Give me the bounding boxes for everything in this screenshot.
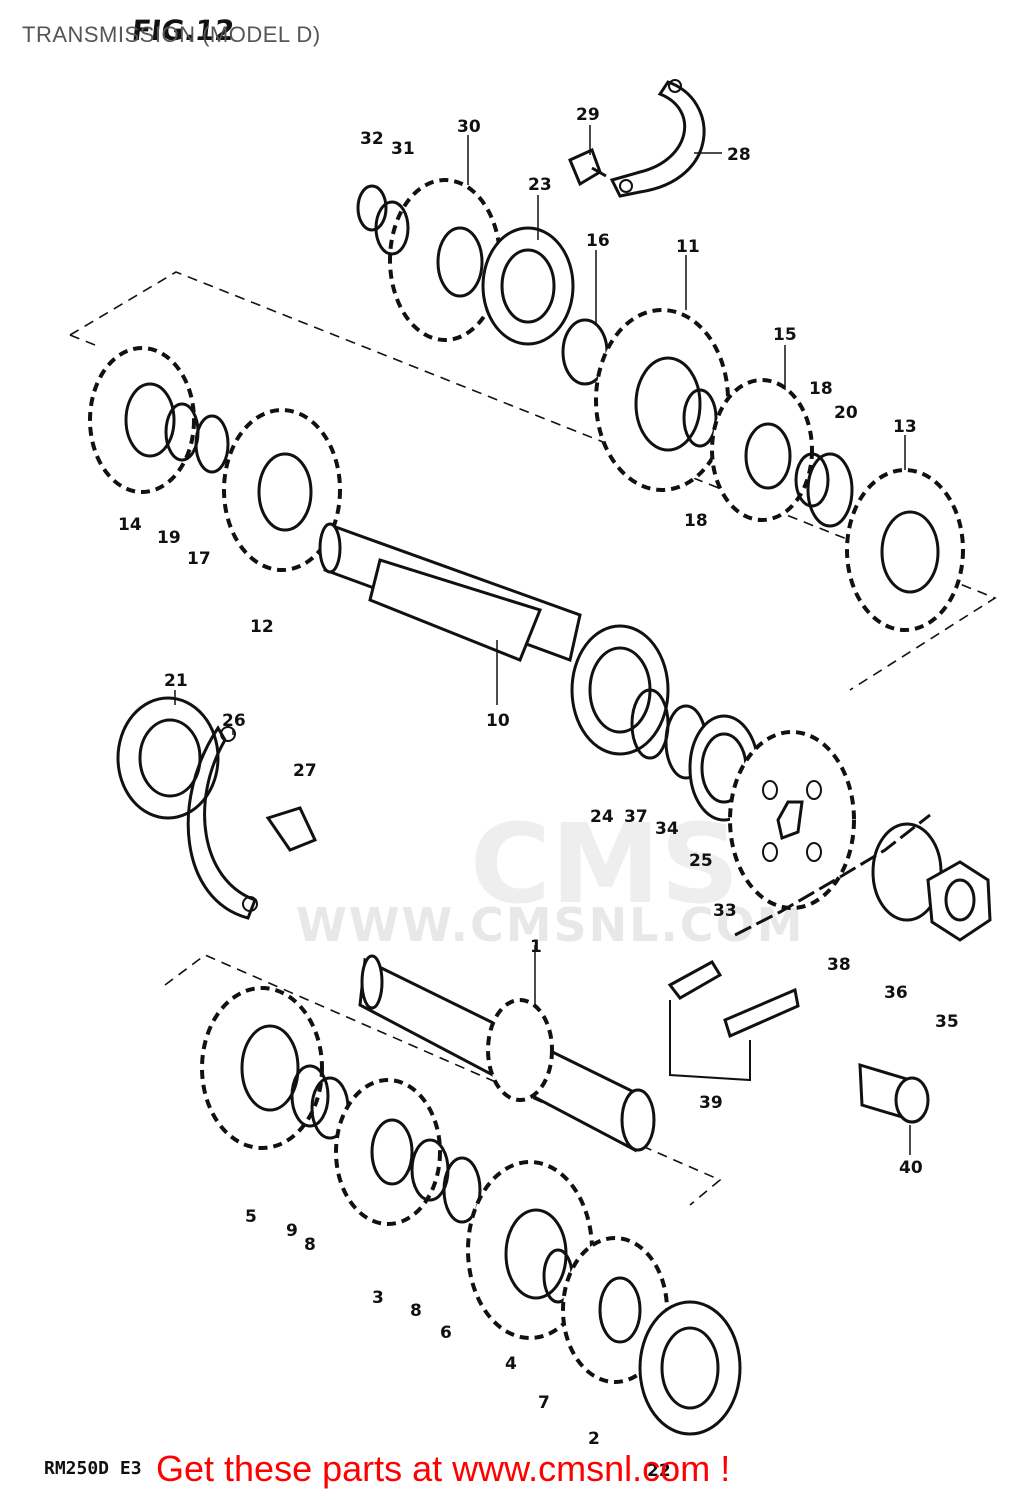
part-40: 40 xyxy=(899,1158,923,1178)
part-17: 17 xyxy=(187,549,211,569)
watermark-logo: CMS xyxy=(470,800,740,928)
part-1: 1 xyxy=(530,937,542,957)
countershaft xyxy=(318,522,760,822)
part-24: 24 xyxy=(590,807,614,827)
part-8a: 8 xyxy=(304,1235,316,1255)
part-3: 3 xyxy=(372,1288,384,1308)
part-9: 9 xyxy=(286,1221,298,1241)
page-title: TRANSMISSION (MODEL D) xyxy=(22,22,321,47)
part-30: 30 xyxy=(457,117,481,137)
part-25: 25 xyxy=(689,851,713,871)
countershaft-frame xyxy=(69,271,997,691)
part-23: 23 xyxy=(528,175,552,195)
part-21: 21 xyxy=(164,671,188,691)
driveshaft xyxy=(358,954,656,1153)
part-2: 2 xyxy=(588,1429,600,1449)
part-36: 36 xyxy=(884,983,908,1003)
part-13: 13 xyxy=(893,417,917,437)
part-16: 16 xyxy=(586,231,610,251)
part-12: 12 xyxy=(250,617,274,637)
part-14: 14 xyxy=(118,515,142,535)
model-code: RM250D E3 xyxy=(44,1458,142,1479)
part-38: 38 xyxy=(827,955,851,975)
countershaft-gears xyxy=(88,308,965,632)
part-28: 28 xyxy=(727,145,751,165)
leader-lines xyxy=(174,125,911,1155)
part-33: 33 xyxy=(713,901,737,921)
watermark-url: WWW.CMSNL.COM xyxy=(296,898,805,952)
part-7: 7 xyxy=(538,1393,550,1413)
part-4: 4 xyxy=(505,1354,517,1374)
part-35: 35 xyxy=(935,1012,959,1032)
driveshaft-gears xyxy=(200,986,742,1436)
part-29: 29 xyxy=(576,105,600,125)
part-27: 27 xyxy=(293,761,317,781)
part-labels: 1 2 3 4 5 6 7 8 8 9 10 11 12 13 14 15 16… xyxy=(118,105,959,1481)
part-26: 26 xyxy=(222,711,246,731)
part-10: 10 xyxy=(486,711,510,731)
part-18b: 18 xyxy=(684,511,708,531)
collar-40 xyxy=(858,1062,930,1124)
part-34: 34 xyxy=(655,819,679,839)
part-37: 37 xyxy=(624,807,648,827)
driveshaft-frame xyxy=(164,954,722,1206)
output-bearing-group xyxy=(116,696,318,920)
part-31: 31 xyxy=(391,139,415,159)
part-39: 39 xyxy=(699,1093,723,1113)
part-8b: 8 xyxy=(410,1301,422,1321)
sprocket-assembly xyxy=(667,730,992,1082)
part-22: 22 xyxy=(647,1461,671,1481)
part-20: 20 xyxy=(834,403,858,423)
part-6: 6 xyxy=(440,1323,452,1343)
part-15: 15 xyxy=(773,325,797,345)
part-5: 5 xyxy=(245,1207,257,1227)
part-18a: 18 xyxy=(809,379,833,399)
part-11: 11 xyxy=(676,237,700,257)
part-19: 19 xyxy=(157,528,181,548)
upper-cluster xyxy=(356,79,706,386)
part-32: 32 xyxy=(360,129,384,149)
promo-link[interactable]: Get these parts at www.cmsnl.com ! xyxy=(156,1448,731,1489)
